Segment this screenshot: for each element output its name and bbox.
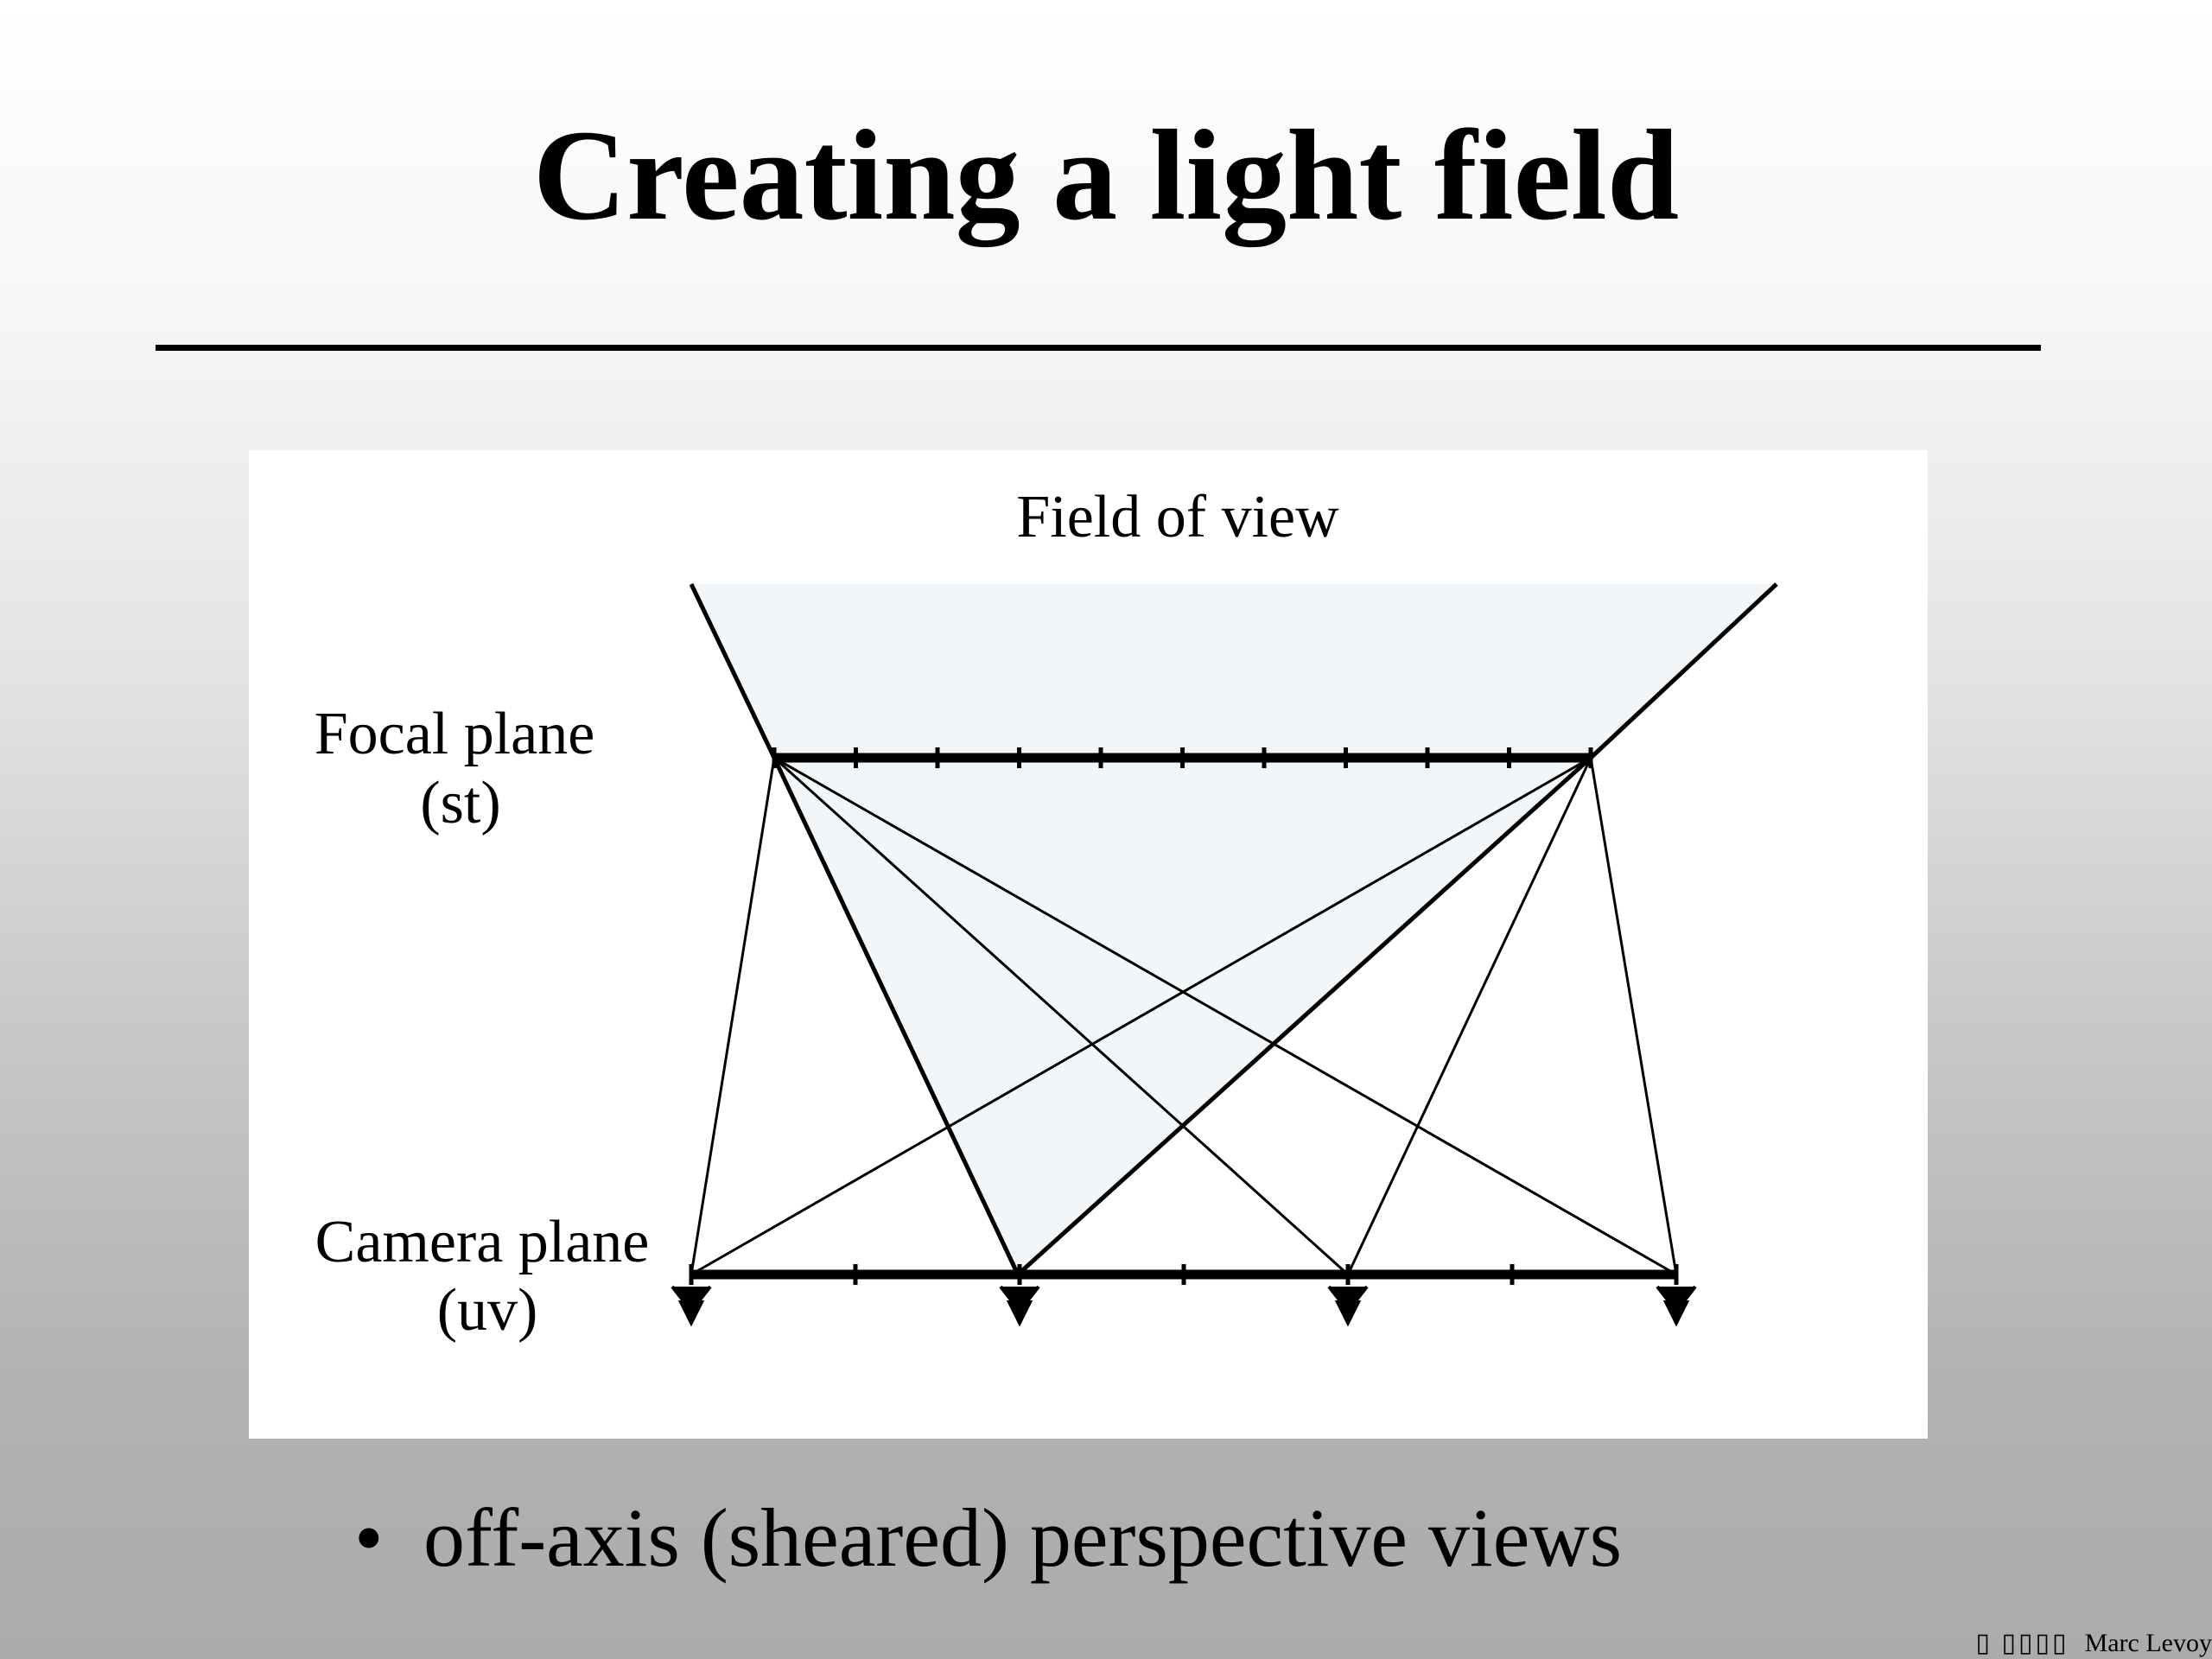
focal-plane-ticks [772, 747, 1593, 768]
frustum-right-edge [1589, 582, 1778, 760]
ray-cam4-left [773, 756, 1677, 1276]
camera-icon [1327, 1285, 1369, 1327]
ray-cam2-right [1016, 756, 1592, 1276]
footer-symbols: ▯ ▯▯▯▯ [1975, 1629, 2069, 1657]
camera-rays [690, 756, 1678, 1276]
footer-author: Marc Levoy [2084, 1629, 2212, 1657]
ray-cam4-right [1589, 757, 1678, 1275]
ray-cam1-left [690, 757, 776, 1275]
camera-icon [999, 1285, 1040, 1327]
camera-plane-label-sub: (uv) [437, 1277, 538, 1344]
camera-plane-ticks [689, 1264, 1679, 1285]
frustum-left-edge [689, 582, 777, 760]
ray-cam2-left [772, 756, 1020, 1276]
slide-title: Creating a light field [532, 104, 1680, 247]
focal-plane-label-sub: (st) [420, 770, 500, 836]
bullet-text: off-axis (sheared) perspective views [423, 1491, 1622, 1584]
light-field-diagram: Field of view Focal plane (st) Camera pl… [249, 450, 1928, 1439]
camera-glyphs [671, 1285, 1697, 1327]
bullet-symbol: • [354, 1491, 384, 1584]
field-of-view-label: Field of view [1016, 484, 1339, 550]
camera-plane-label: Camera plane [315, 1209, 650, 1275]
ray-cam3-right [1346, 757, 1592, 1275]
ray-cam1-right [690, 756, 1592, 1276]
title-divider [156, 345, 2041, 351]
camera-icon [1656, 1285, 1697, 1327]
camera-icon [671, 1285, 712, 1327]
focal-plane-label: Focal plane [315, 701, 595, 767]
diagram-canvas: Field of view Focal plane (st) Camera pl… [315, 484, 1778, 1344]
footer-credit: ▯ ▯▯▯▯ Marc Levoy [1976, 1628, 2212, 1659]
ray-cam3-left [772, 756, 1350, 1276]
bullet-item: • off-axis (sheared) perspective views [354, 1491, 1622, 1586]
